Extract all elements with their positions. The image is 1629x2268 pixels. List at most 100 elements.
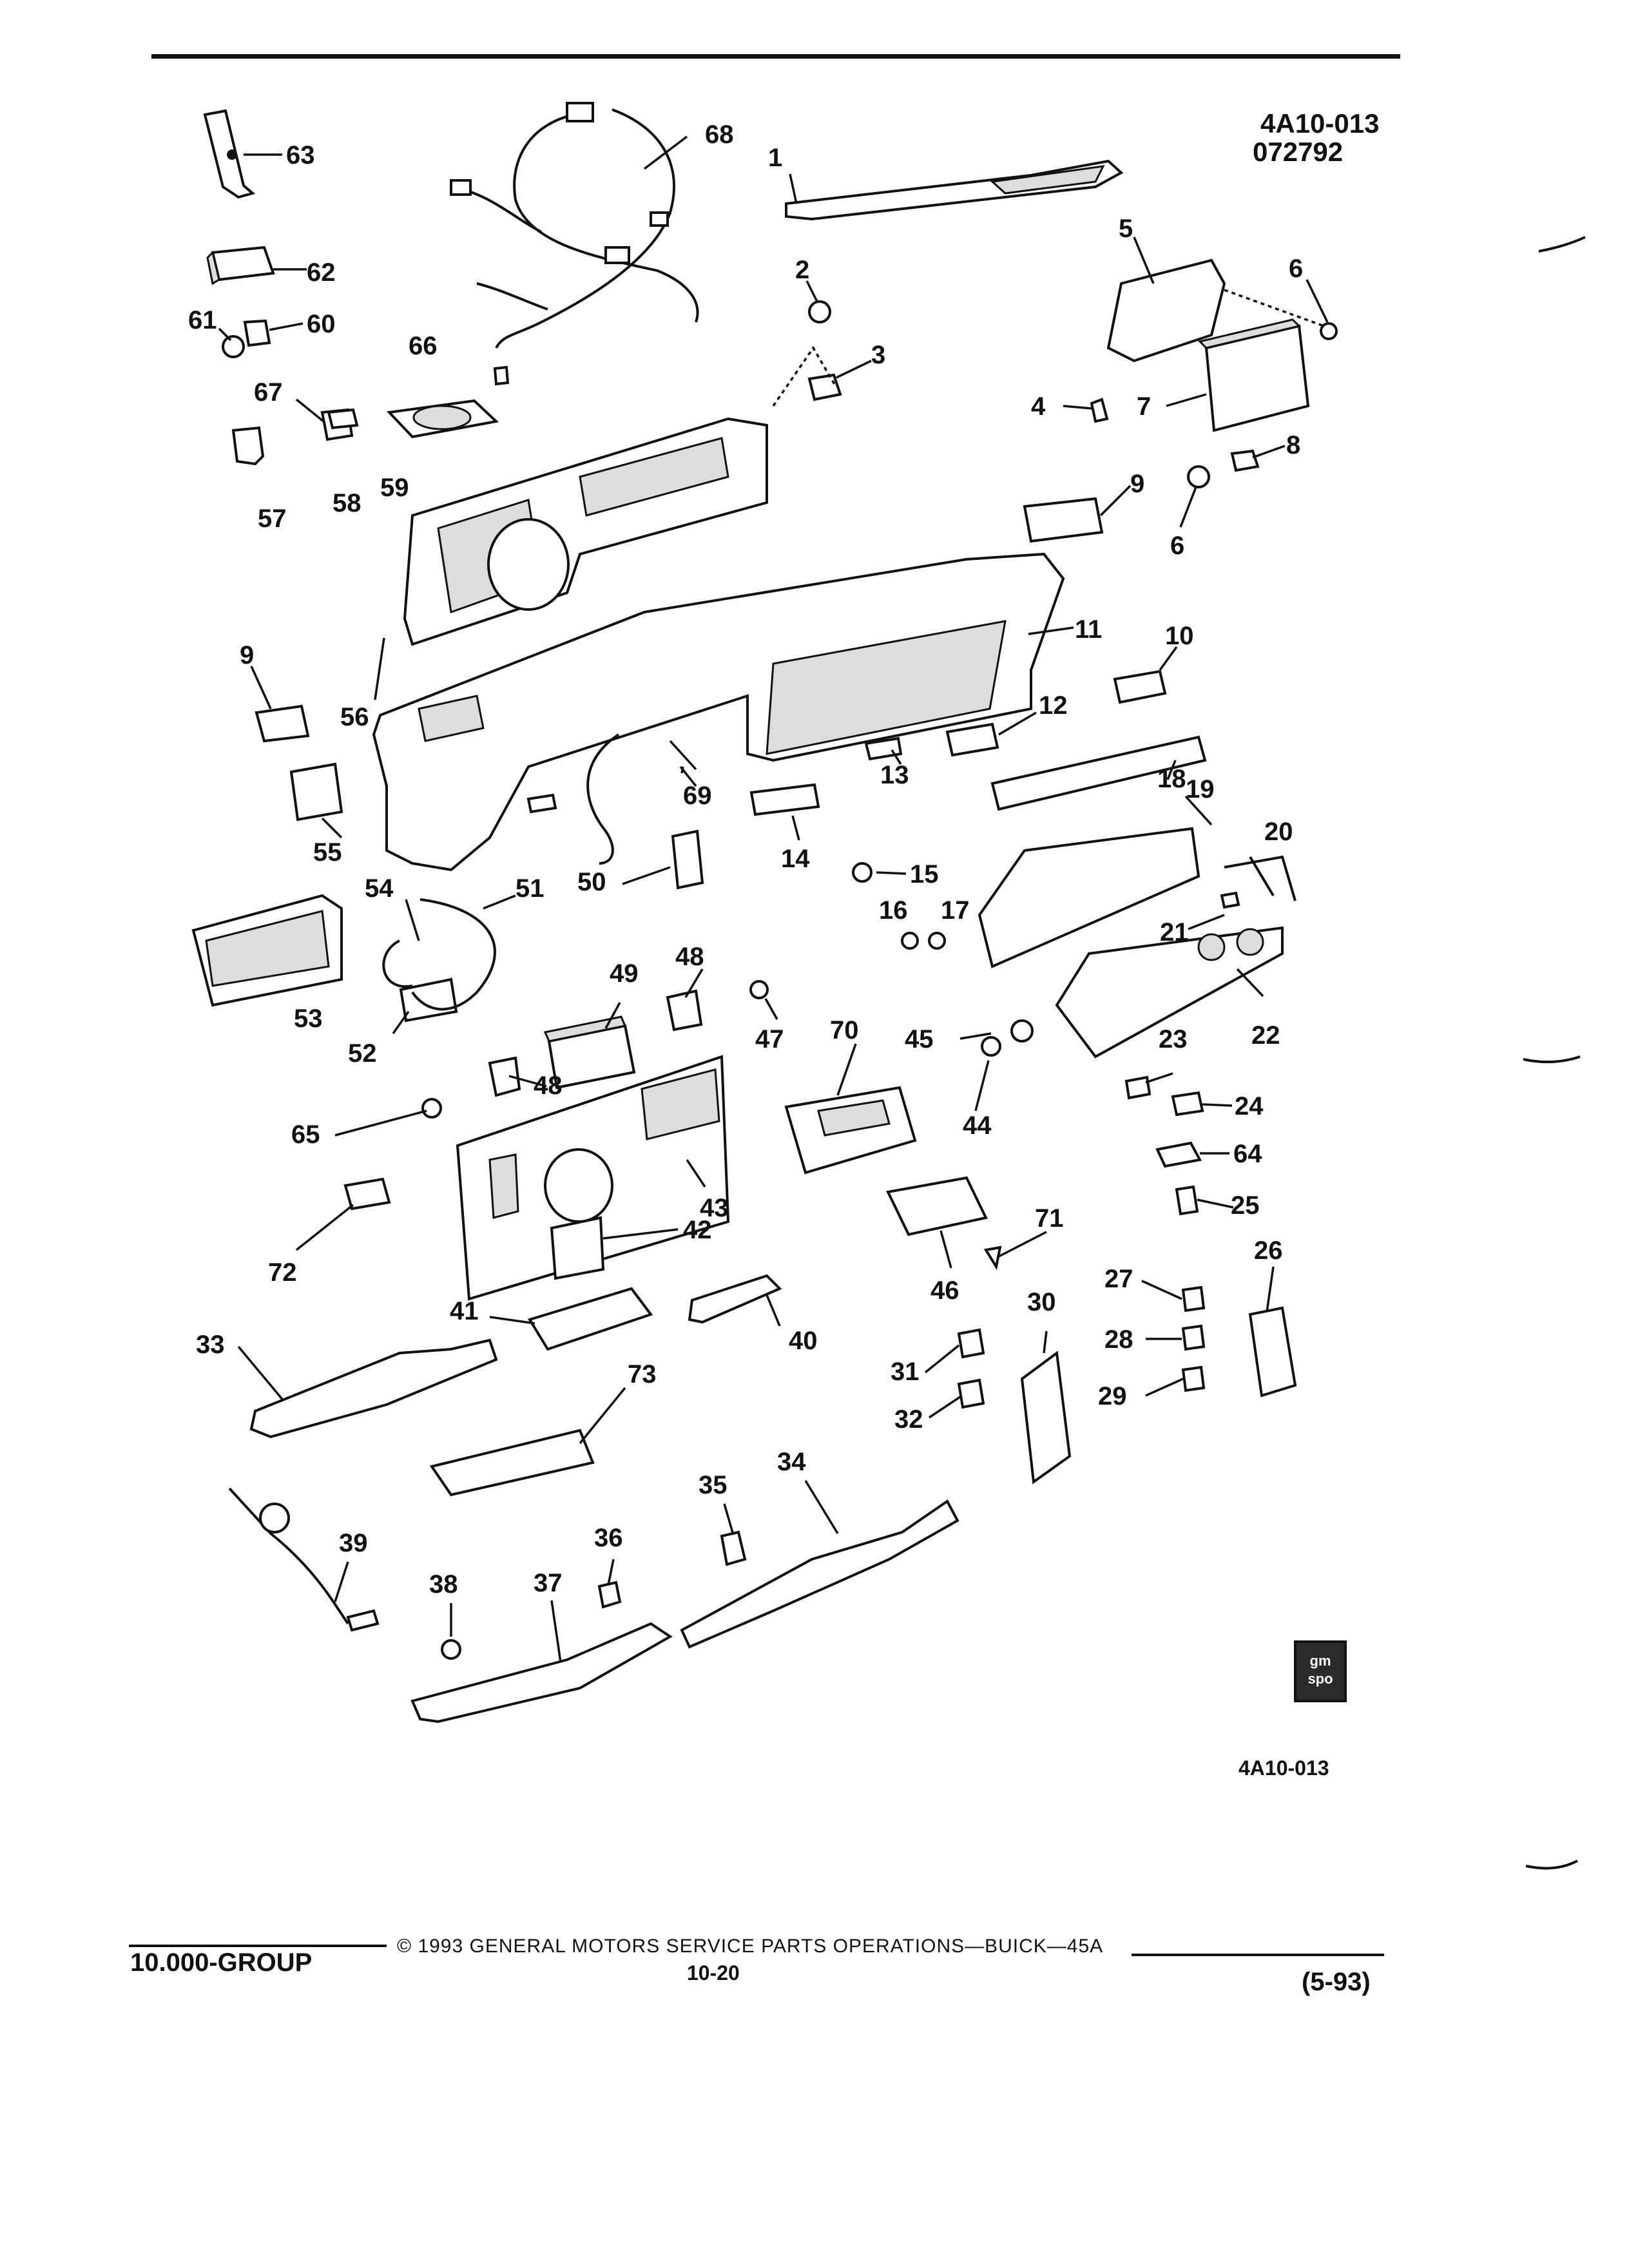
callout: 63 (286, 141, 315, 169)
part-37-support (410, 1622, 673, 1724)
callout: 24 (1235, 1092, 1264, 1120)
callout: 14 (781, 845, 810, 873)
page-number: 10-20 (687, 1961, 740, 1984)
callout: 73 (628, 1360, 657, 1389)
callout: 43 (700, 1194, 729, 1222)
illustration-code: 4A10-013 (1260, 108, 1380, 139)
part-42-trim (550, 1216, 605, 1280)
part-73-plate (429, 1428, 595, 1497)
callout: 17 (941, 896, 970, 925)
callout: 68 (705, 120, 734, 149)
part-11-instrument-panel-pad (372, 552, 1065, 872)
footer-group: 10.000-GROUP (130, 1948, 313, 1977)
callout: 55 (313, 838, 342, 867)
callout: 23 (1159, 1025, 1188, 1053)
part-46-tray (886, 1176, 988, 1236)
footer-rule-left (129, 1945, 387, 1947)
part-9-vents (255, 497, 1104, 743)
callout: 42 (683, 1216, 712, 1244)
part-56-panel-carrier (403, 417, 768, 646)
part-52-54-51 (382, 898, 496, 1023)
part-58-switch (327, 408, 359, 430)
callout: 48 (534, 1072, 563, 1100)
callout: 10 (1165, 622, 1194, 650)
callout: 9 (1130, 470, 1144, 498)
callout: 25 (1231, 1191, 1260, 1220)
callout: 58 (333, 489, 361, 517)
callout: 30 (1027, 1288, 1056, 1316)
callout: 26 (1254, 1236, 1283, 1265)
part-33-reinforcement (249, 1338, 498, 1439)
callout: 37 (534, 1569, 563, 1597)
part-10-12-switches (945, 669, 1167, 757)
callout: 6 (1170, 532, 1184, 560)
callout: 5 (1119, 215, 1133, 243)
footer-rule-right (1132, 1954, 1384, 1956)
callout: 33 (196, 1331, 225, 1359)
copyright-line: © 1993 GENERAL MOTORS SERVICE PARTS OPER… (397, 1936, 1104, 1957)
callout: 8 (1286, 431, 1300, 459)
callout: 32 (894, 1405, 923, 1434)
callout: 71 (1035, 1204, 1064, 1233)
callout: 53 (294, 1004, 323, 1033)
callout: 45 (905, 1025, 934, 1053)
callout: 60 (307, 310, 336, 338)
part-41-duct (527, 1287, 653, 1351)
callout: 52 (348, 1039, 377, 1068)
callout: 39 (339, 1529, 368, 1557)
callout: 28 (1104, 1325, 1133, 1354)
part-30-switch-panel (1020, 1350, 1072, 1485)
callout: 34 (777, 1448, 806, 1476)
part-63-bracket (203, 109, 256, 199)
callout: 21 (1160, 918, 1189, 947)
part-61-60-switches (222, 319, 271, 358)
callout: 29 (1098, 1382, 1127, 1410)
callout: 11 (1075, 615, 1102, 644)
part-71-44-45 (981, 1019, 1034, 1271)
callout: 20 (1264, 818, 1293, 846)
part-53-cluster (191, 894, 343, 1007)
callout: 51 (516, 874, 545, 903)
callout: 6 (1289, 255, 1303, 283)
part-31-32 (957, 1328, 985, 1409)
gm-spo-logo: gm spo (1294, 1640, 1347, 1702)
callout: 1 (768, 144, 782, 172)
callout: 65 (291, 1120, 320, 1149)
callout: 66 (409, 332, 438, 360)
callout: 15 (910, 860, 939, 889)
callout: 35 (699, 1471, 728, 1499)
callout: 40 (789, 1327, 818, 1355)
callout: 2 (795, 256, 809, 284)
part-47-bulb (749, 980, 769, 999)
callout: 31 (891, 1358, 920, 1386)
callout: 72 (268, 1258, 297, 1287)
part-50-69 (526, 733, 704, 890)
callout: 47 (755, 1025, 784, 1053)
callout: 61 (188, 306, 217, 334)
figure-caption: 4A10-013 (1239, 1756, 1329, 1780)
part-70-radio (784, 1086, 917, 1175)
margin-marks (1523, 236, 1586, 1870)
part-5-8-module-bracket (1090, 258, 1338, 488)
part-13-17-small-parts (749, 736, 946, 950)
revision-code: (5-93) (1302, 1968, 1371, 1996)
part-40-bracket (688, 1274, 782, 1324)
callout: 12 (1039, 691, 1068, 720)
callout: 69 (683, 782, 712, 810)
part-39-cable (228, 1487, 380, 1632)
part-55-bracket (289, 762, 343, 822)
callout: 54 (365, 874, 394, 903)
callout: 3 (871, 341, 885, 369)
callout: 62 (307, 258, 336, 287)
part-59-speaker (386, 399, 499, 439)
part-1-defroster-duct (785, 159, 1124, 221)
logo-text-bottom: spo (1307, 1671, 1333, 1687)
part-49-control (543, 1015, 636, 1090)
callout: 36 (594, 1524, 623, 1552)
callout: 38 (429, 1570, 458, 1599)
part-72-clip (343, 1177, 391, 1211)
callout: 41 (450, 1297, 479, 1325)
part-65-knob (421, 1098, 442, 1119)
callout: 56 (340, 703, 369, 731)
part-43-bezel (456, 1055, 730, 1301)
